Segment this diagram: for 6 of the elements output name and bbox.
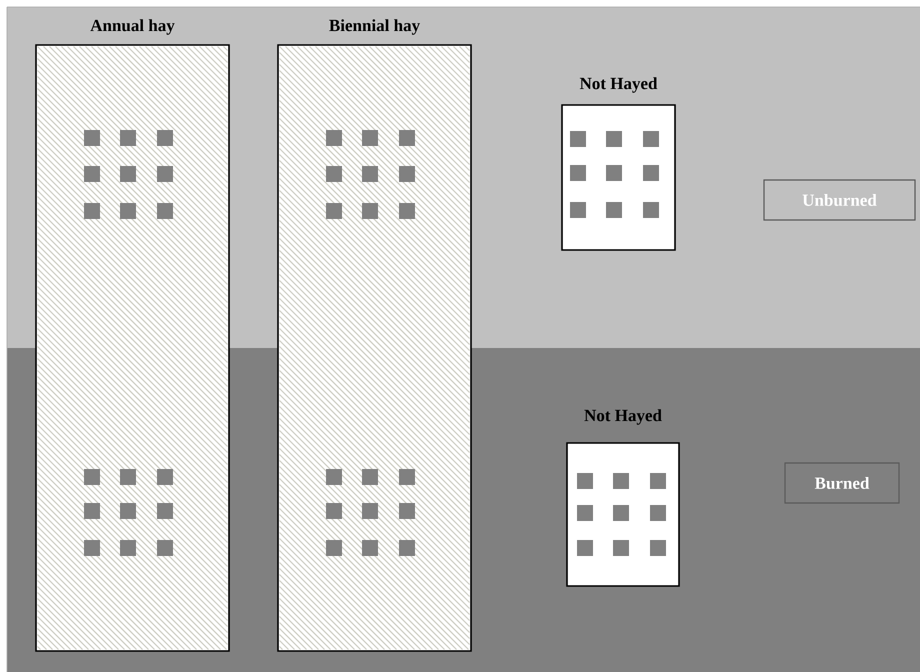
plot-heading: Not Hayed: [580, 77, 658, 93]
plot-heading: Biennial hay: [329, 19, 420, 35]
treatment-label: Unburned: [763, 179, 916, 221]
plot-heading: Not Hayed: [584, 409, 662, 425]
treatment-label: Burned: [784, 462, 900, 504]
plot-heading: Annual hay: [90, 19, 175, 35]
